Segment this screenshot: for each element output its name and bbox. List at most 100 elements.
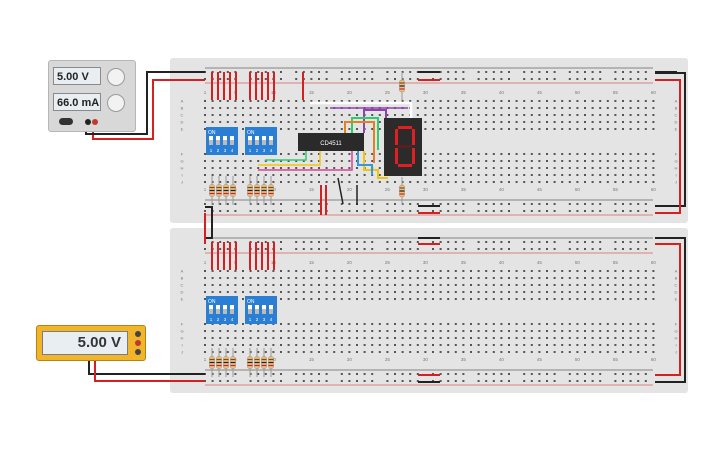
- meter-terminal-3[interactable]: [135, 349, 141, 355]
- dip-on-label: ON: [247, 299, 255, 305]
- row-label: I: [675, 173, 676, 178]
- dip-number: 1: [210, 148, 213, 153]
- seven-segment-display[interactable]: [384, 118, 422, 176]
- column-label: 55: [613, 90, 619, 95]
- column-label: 40: [499, 187, 505, 192]
- row-label: E: [675, 127, 678, 132]
- resistors: [209, 72, 405, 377]
- board-body: [170, 228, 688, 393]
- dip-number: 3: [224, 317, 227, 322]
- row-label: J: [181, 350, 183, 355]
- segment-on: [395, 129, 398, 145]
- row-label: I: [181, 173, 182, 178]
- row-label: B: [181, 276, 184, 281]
- column-label: 20: [347, 90, 353, 95]
- column-label: 40: [499, 260, 505, 265]
- row-label: G: [674, 329, 677, 334]
- column-label: 1: [204, 357, 207, 362]
- row-label: H: [675, 336, 678, 341]
- psu-current-display: 66.0 mA: [53, 93, 101, 111]
- column-label: 40: [499, 90, 505, 95]
- row-label: I: [675, 343, 676, 348]
- column-label: 45: [537, 357, 543, 362]
- psu-voltage-display: 5.00 V: [53, 67, 101, 85]
- multimeter[interactable]: 5.00 V: [36, 325, 146, 361]
- row-label: F: [675, 322, 678, 327]
- dip-number: 3: [263, 317, 266, 322]
- holes[interactable]: [204, 241, 655, 382]
- segments: [395, 126, 415, 167]
- dip-number: 3: [224, 148, 227, 153]
- dip-number: 1: [249, 148, 252, 153]
- row-label: G: [674, 159, 677, 164]
- segment-off: [398, 145, 412, 148]
- column-label: 20: [347, 357, 353, 362]
- column-label: 50: [575, 260, 581, 265]
- column-label: 25: [385, 357, 391, 362]
- column-label: 35: [461, 90, 467, 95]
- multimeter-reading: 5.00 V: [42, 331, 128, 355]
- column-label: 20: [347, 260, 353, 265]
- meter-wire-red[interactable]: [94, 359, 205, 382]
- dip-number: 4: [231, 148, 234, 153]
- meter-terminal-1[interactable]: [135, 331, 141, 337]
- row-label: C: [181, 283, 184, 288]
- row-label: D: [675, 290, 678, 295]
- row-label: J: [675, 350, 677, 355]
- column-label: 55: [613, 187, 619, 192]
- current-knob[interactable]: [107, 94, 125, 112]
- column-label: 60: [651, 260, 657, 265]
- rail-loop-wire-black-bottom[interactable]: [655, 237, 686, 383]
- dip-number: 1: [249, 317, 252, 322]
- negative-terminal[interactable]: [85, 119, 91, 125]
- column-label: 35: [461, 260, 467, 265]
- row-label: J: [675, 180, 677, 185]
- column-label: 15: [309, 357, 315, 362]
- meter-wire-black[interactable]: [88, 359, 205, 375]
- rail-loop-wire-red-bottom[interactable]: [655, 243, 681, 376]
- row-label: C: [181, 113, 184, 118]
- row-label: G: [180, 159, 183, 164]
- row-label: A: [675, 99, 678, 104]
- column-label: 60: [651, 357, 657, 362]
- row-label: C: [675, 113, 678, 118]
- column-label: 20: [347, 187, 353, 192]
- cd4511-ic[interactable]: CD4511: [298, 133, 364, 151]
- column-label: 35: [461, 357, 467, 362]
- column-label: 50: [575, 187, 581, 192]
- column-label: 55: [613, 260, 619, 265]
- column-label: 45: [537, 90, 543, 95]
- positive-terminal[interactable]: [92, 119, 98, 125]
- row-label: J: [181, 180, 183, 185]
- dip-on-label: ON: [208, 299, 216, 305]
- segment-on: [412, 148, 415, 164]
- row-label: C: [675, 283, 678, 288]
- row-label: G: [180, 329, 183, 334]
- column-label: 45: [537, 260, 543, 265]
- row-label: A: [675, 269, 678, 274]
- column-label: 25: [385, 90, 391, 95]
- row-label: H: [181, 336, 184, 341]
- voltage-knob[interactable]: [107, 68, 125, 86]
- column-label: 40: [499, 357, 505, 362]
- red-jumpers: [211, 71, 677, 383]
- power-supply[interactable]: 5.00 V 66.0 mA: [48, 60, 136, 132]
- row-label: E: [181, 297, 184, 302]
- row-label: D: [675, 120, 678, 125]
- column-label: 25: [385, 187, 391, 192]
- column-label: 1: [204, 260, 207, 265]
- meter-terminal-2[interactable]: [135, 340, 141, 346]
- board-link-wire-black[interactable]: [205, 206, 213, 239]
- column-label: 30: [423, 187, 429, 192]
- dip-number: 2: [256, 317, 259, 322]
- column-label: 35: [461, 187, 467, 192]
- column-label: 50: [575, 357, 581, 362]
- column-label: 1: [204, 187, 207, 192]
- power-switch[interactable]: [59, 118, 73, 125]
